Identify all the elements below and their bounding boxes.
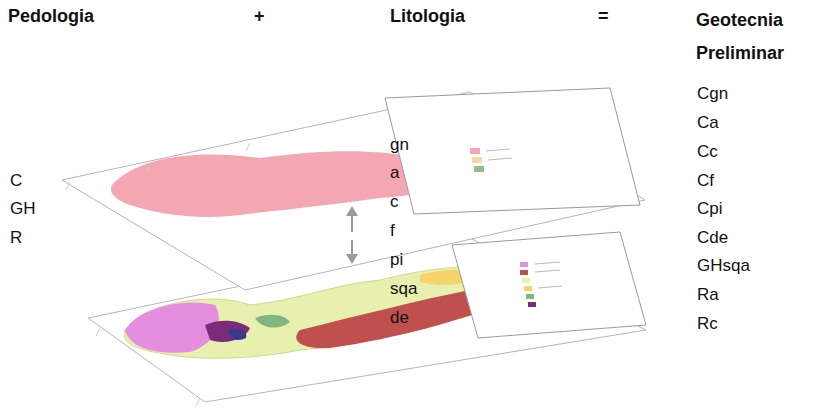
geotech-unit: GHsqa bbox=[697, 256, 750, 276]
geotech-unit: Rc bbox=[697, 314, 718, 334]
soil-class: R bbox=[10, 228, 22, 248]
geotech-unit: Cpi bbox=[697, 199, 723, 219]
heading: Litologia bbox=[390, 6, 465, 28]
operator: = bbox=[598, 6, 609, 28]
geotech-unit: Cde bbox=[697, 228, 728, 248]
soil-class: C bbox=[10, 171, 22, 191]
geotech-unit: Cf bbox=[697, 171, 714, 191]
lithology-code: c bbox=[390, 192, 399, 212]
lithology-code: de bbox=[390, 308, 409, 328]
heading: Geotecnia Preliminar bbox=[696, 4, 806, 71]
lithology-code: f bbox=[390, 221, 395, 241]
heading: Pedologia bbox=[8, 6, 94, 28]
geotech-unit: Cc bbox=[697, 142, 718, 162]
geotech-unit: Ca bbox=[697, 113, 719, 133]
lithology-code: gn bbox=[390, 135, 409, 155]
lithology-code: pi bbox=[390, 250, 403, 270]
lithology-code: sqa bbox=[390, 279, 417, 299]
geotech-unit: Ra bbox=[697, 285, 719, 305]
soil-class: GH bbox=[10, 199, 36, 219]
operator: + bbox=[254, 6, 265, 28]
geotech-unit: Cgn bbox=[697, 84, 728, 104]
lithology-code: a bbox=[390, 163, 399, 183]
